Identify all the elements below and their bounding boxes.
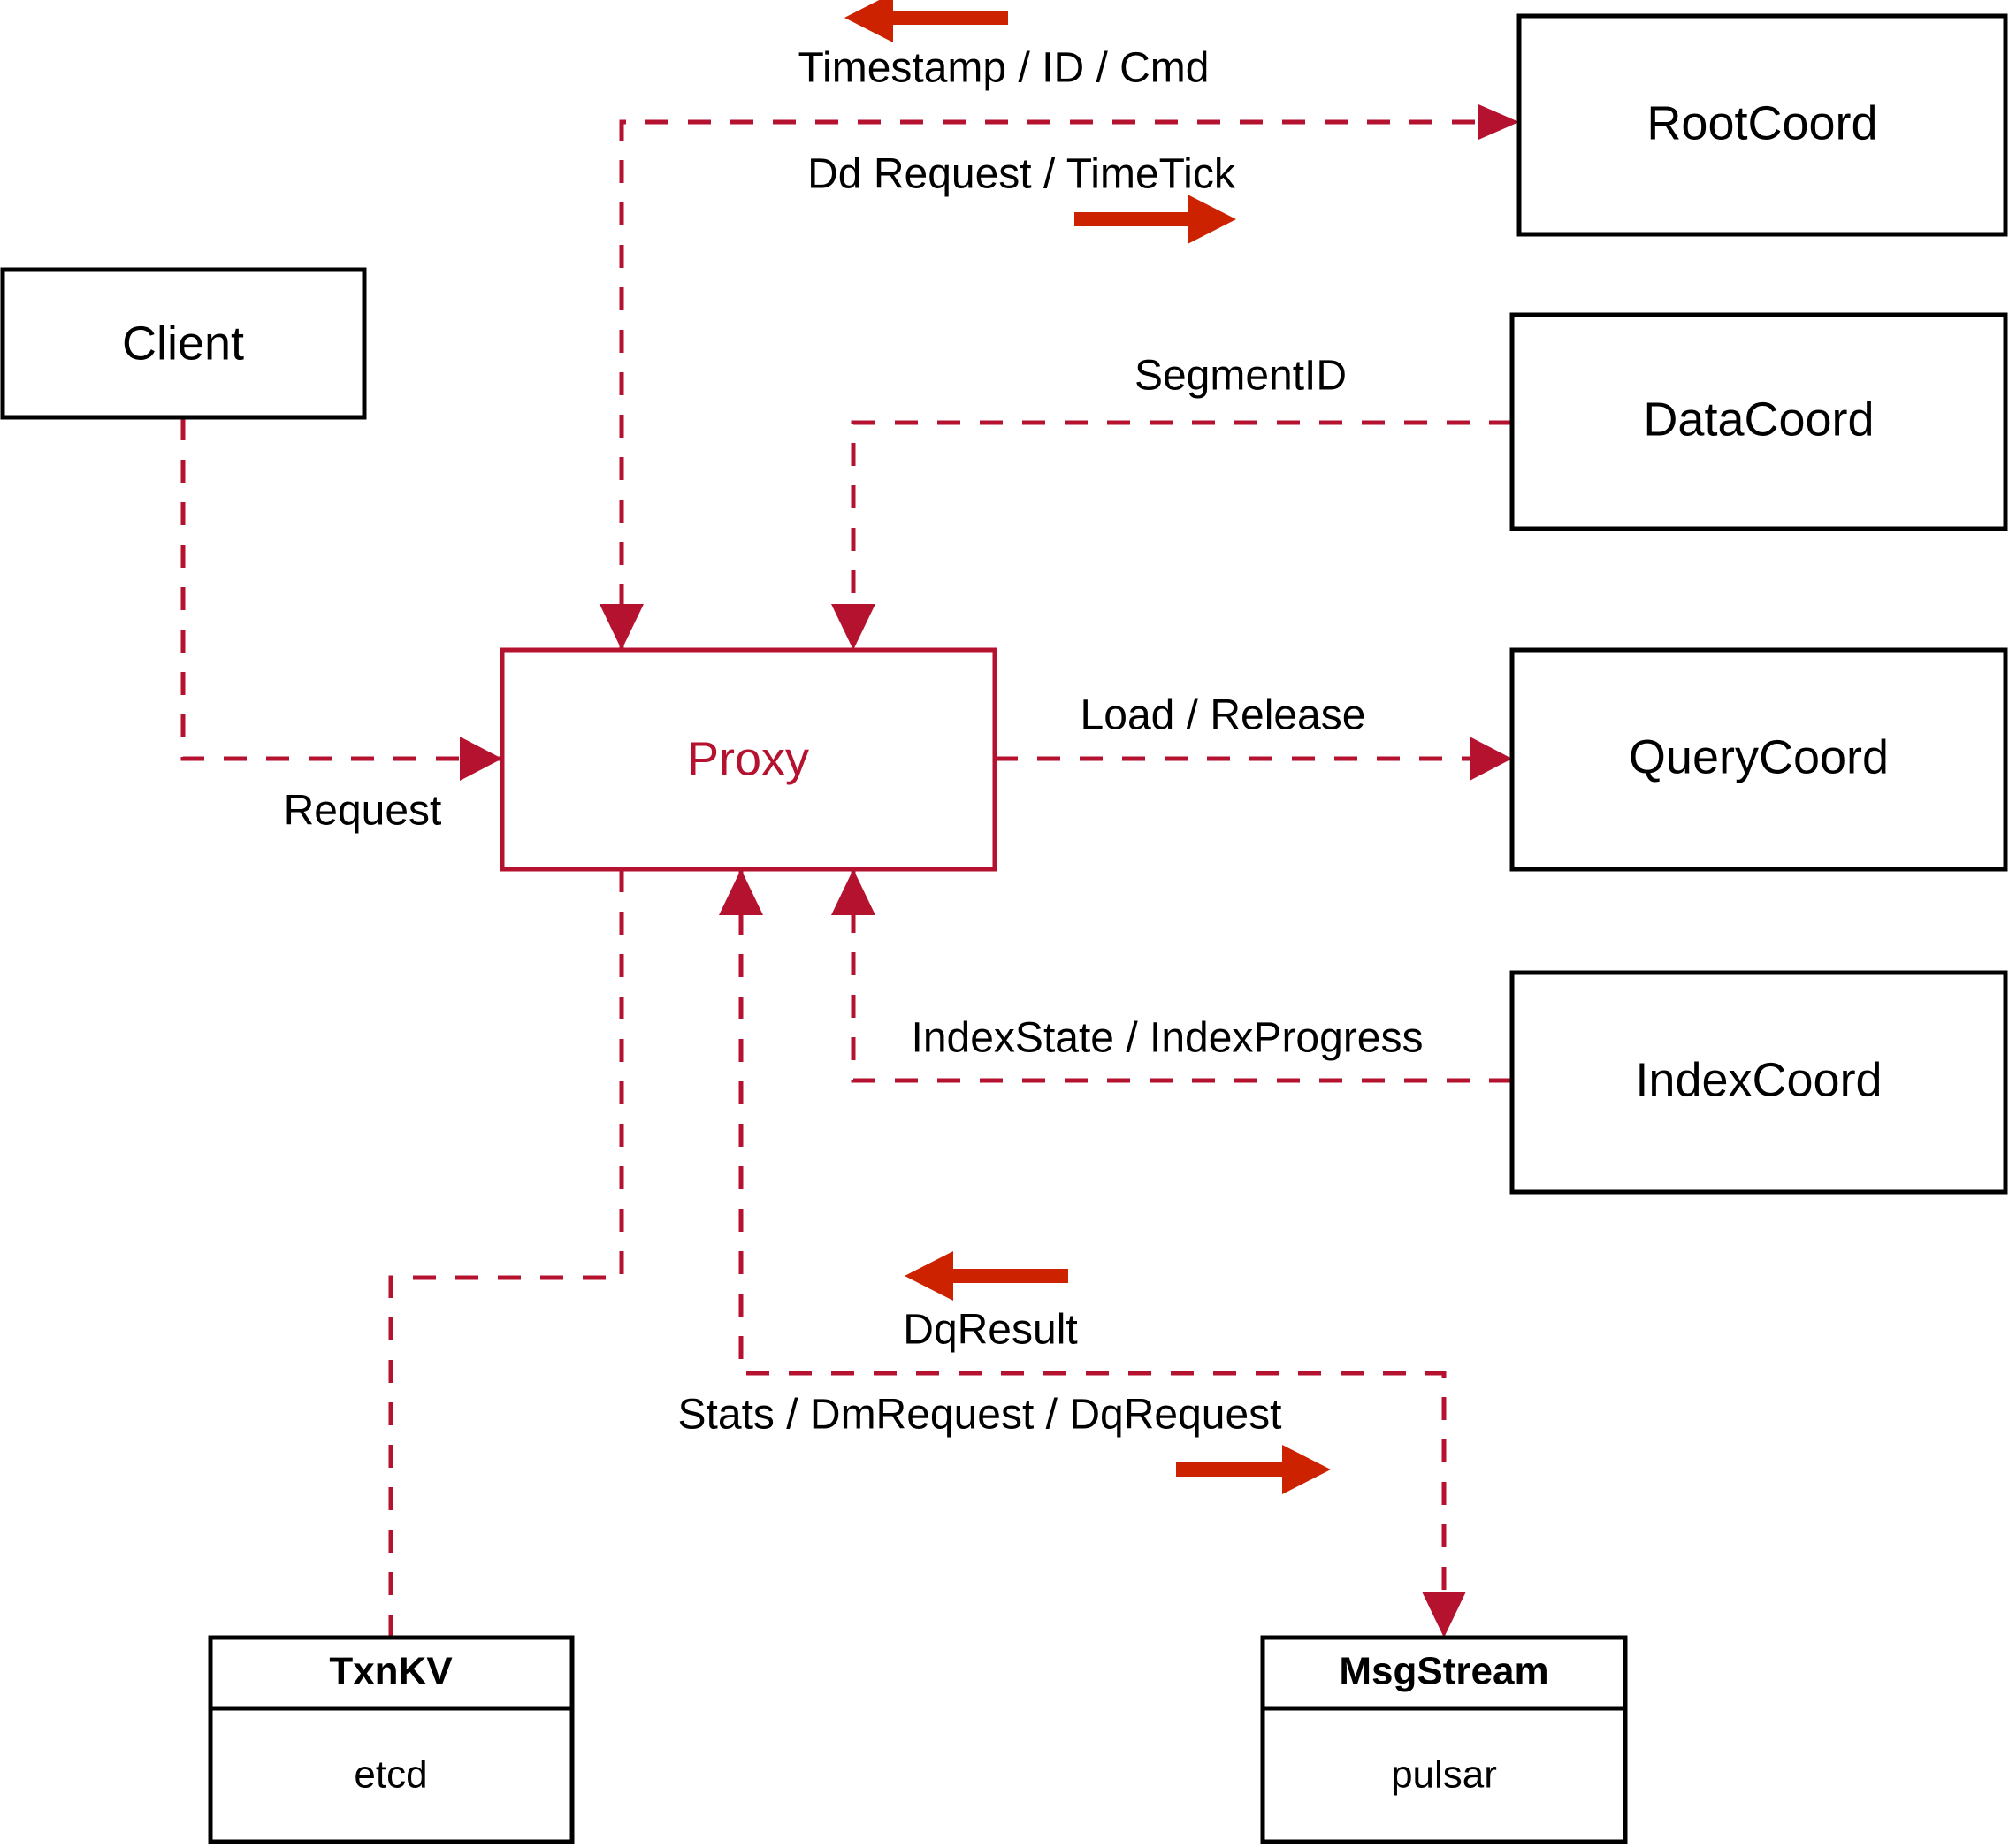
edge-label-segmentid: SegmentID (1134, 353, 1347, 400)
node-client-label: Client (122, 317, 244, 370)
direction-arrow-dd-request-timetick (1074, 195, 1236, 244)
edge-client-proxy-line (180, 417, 502, 761)
direction-arrow-stats-dm-dq-request (1176, 1445, 1331, 1494)
edge-proxy-msgstream-arrowhead (1422, 1592, 1466, 1638)
edge-label-load-release: Load / Release (1081, 692, 1366, 739)
node-indexcoord-label: IndexCoord (1635, 1053, 1882, 1106)
edge-datacoord-proxy-arrowhead (831, 604, 875, 650)
edge-proxy-rootcoord-line (619, 119, 1503, 650)
node-txnkv-impl: etcd (354, 1753, 427, 1797)
edge-proxy-querycoord-arrowhead (1470, 737, 1512, 781)
direction-arrow-dqresult (905, 1251, 1068, 1301)
edge-indexcoord-proxy-arrowhead (831, 869, 875, 915)
edge-rootcoord-proxy-arrowhead (600, 604, 644, 650)
edge-label-request: Request (284, 788, 442, 835)
edge-label-stats-dm-dq-request: Stats / DmRequest / DqRequest (678, 1392, 1282, 1439)
node-msgstream-label: MsgStream (1339, 1650, 1548, 1693)
direction-arrow-timestamp-id-cmd (844, 0, 1008, 42)
edge-msgstream-proxy-line (738, 869, 1447, 1638)
node-rootcoord[interactable]: RootCoord (1516, 13, 2008, 237)
edge-proxy-txnkv-line (388, 869, 624, 1638)
edge-datacoord-proxy-line (851, 420, 1512, 650)
edge-msgstream-proxy-arrowhead (719, 869, 763, 915)
edge-client-proxy-arrowhead (460, 737, 502, 781)
node-datacoord-label: DataCoord (1643, 393, 1874, 446)
edge-label-dqresult: DqResult (903, 1307, 1077, 1354)
node-txnkv[interactable]: TxnKV etcd (208, 1635, 575, 1844)
node-msgstream-impl: pulsar (1391, 1753, 1497, 1797)
node-proxy[interactable]: Proxy (500, 647, 997, 872)
node-msgstream[interactable]: MsgStream pulsar (1260, 1635, 1628, 1844)
edge-label-dd-request-timetick: Dd Request / TimeTick (807, 151, 1236, 198)
node-indexcoord[interactable]: IndexCoord (1509, 970, 2008, 1195)
node-rootcoord-label: RootCoord (1646, 96, 1877, 149)
node-querycoord[interactable]: QueryCoord (1509, 647, 2008, 872)
edge-label-timestamp-id-cmd: Timestamp / ID / Cmd (798, 45, 1210, 92)
node-datacoord[interactable]: DataCoord (1509, 312, 2008, 531)
edge-label-index-state-progress: IndexState / IndexProgress (912, 1015, 1424, 1062)
node-querycoord-label: QueryCoord (1629, 730, 1889, 783)
node-proxy-label: Proxy (687, 732, 809, 785)
node-client[interactable]: Client (0, 267, 367, 420)
node-txnkv-label: TxnKV (329, 1650, 453, 1693)
edge-proxy-rootcoord-arrowhead (1478, 104, 1519, 140)
edge-indexcoord-proxy-line (851, 869, 1512, 1083)
